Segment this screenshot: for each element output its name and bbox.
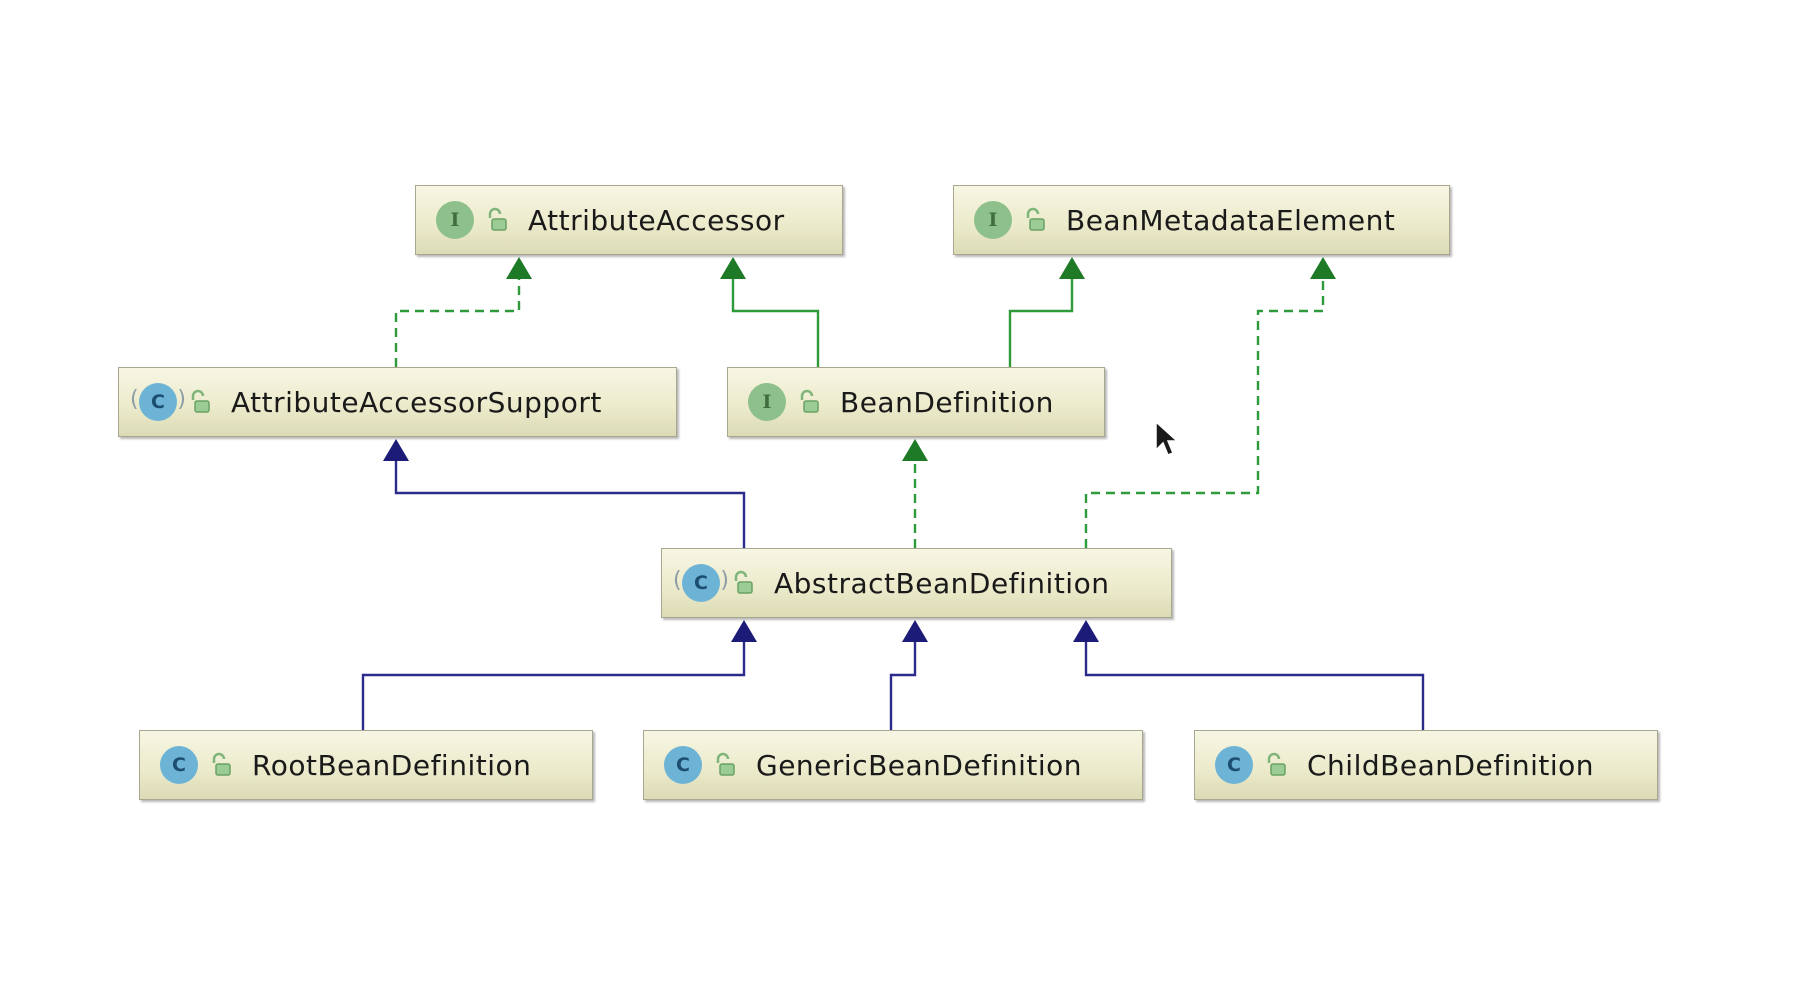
edge-implements [1084, 257, 1336, 548]
node-root-bean-definition[interactable]: C RootBeanDefinition [139, 730, 593, 800]
edge-line [1084, 640, 1425, 730]
class-name-label: AttributeAccessor [528, 203, 785, 237]
unlocked-padlock-icon [212, 752, 231, 776]
node-attribute-accessor[interactable]: I AttributeAccessor [415, 185, 843, 255]
edge-arrowhead [720, 257, 746, 279]
edge-arrowhead [1059, 257, 1085, 279]
node-abstract-bean-definition[interactable]: C AbstractBeanDefinition [661, 548, 1172, 618]
abstract-class-badge-icon: C [130, 383, 186, 421]
edge-arrowhead [383, 439, 409, 461]
edge-extends [720, 257, 820, 367]
node-bean-metadata-element[interactable]: I BeanMetadataElement [953, 185, 1450, 255]
edge-line [1084, 277, 1325, 548]
node-attribute-accessor-support[interactable]: C AttributeAccessorSupport [118, 367, 677, 437]
edge-extends [1073, 620, 1425, 730]
node-child-bean-definition[interactable]: C ChildBeanDefinition [1194, 730, 1658, 800]
edge-implements [394, 257, 532, 367]
unlocked-padlock-icon [734, 570, 753, 594]
edge-extends [1008, 257, 1085, 367]
interface-badge-icon: I [974, 201, 1012, 239]
unlocked-padlock-icon [191, 389, 210, 413]
edge-arrowhead [1310, 257, 1336, 279]
edge-arrowhead [902, 620, 928, 642]
edge-line [731, 277, 820, 367]
abstract-class-badge-icon: C [673, 564, 729, 602]
class-badge-icon: C [160, 746, 198, 784]
interface-badge-icon: I [748, 383, 786, 421]
edge-implements [902, 439, 928, 548]
unlocked-padlock-icon [488, 207, 507, 231]
class-name-label: BeanDefinition [840, 385, 1054, 419]
class-badge-icon: C [1215, 746, 1253, 784]
edge-line [1008, 277, 1074, 367]
class-name-label: ChildBeanDefinition [1307, 748, 1595, 782]
class-name-label: BeanMetadataElement [1066, 203, 1396, 237]
edge-arrowhead [506, 257, 532, 279]
interface-badge-icon: I [436, 201, 474, 239]
unlocked-padlock-icon [1267, 752, 1286, 776]
class-name-label: GenericBeanDefinition [756, 748, 1083, 782]
edge-extends [889, 620, 928, 730]
mouse-pointer-icon [1155, 420, 1178, 456]
node-bean-definition[interactable]: I BeanDefinition [727, 367, 1105, 437]
unlocked-padlock-icon [800, 389, 819, 413]
node-generic-bean-definition[interactable]: C GenericBeanDefinition [643, 730, 1143, 800]
unlocked-padlock-icon [1026, 207, 1045, 231]
class-name-label: AttributeAccessorSupport [231, 385, 602, 419]
edge-arrowhead [902, 439, 928, 461]
edge-arrowhead [1073, 620, 1099, 642]
edge-line [889, 640, 917, 730]
class-badge-icon: C [664, 746, 702, 784]
unlocked-padlock-icon [716, 752, 735, 776]
class-name-label: RootBeanDefinition [252, 748, 532, 782]
class-name-label: AbstractBeanDefinition [774, 566, 1110, 600]
edge-line [394, 459, 746, 548]
edge-line [361, 640, 746, 730]
edge-line [394, 277, 521, 367]
edge-extends [361, 620, 757, 730]
edge-arrowhead [731, 620, 757, 642]
edge-extends [383, 439, 746, 548]
